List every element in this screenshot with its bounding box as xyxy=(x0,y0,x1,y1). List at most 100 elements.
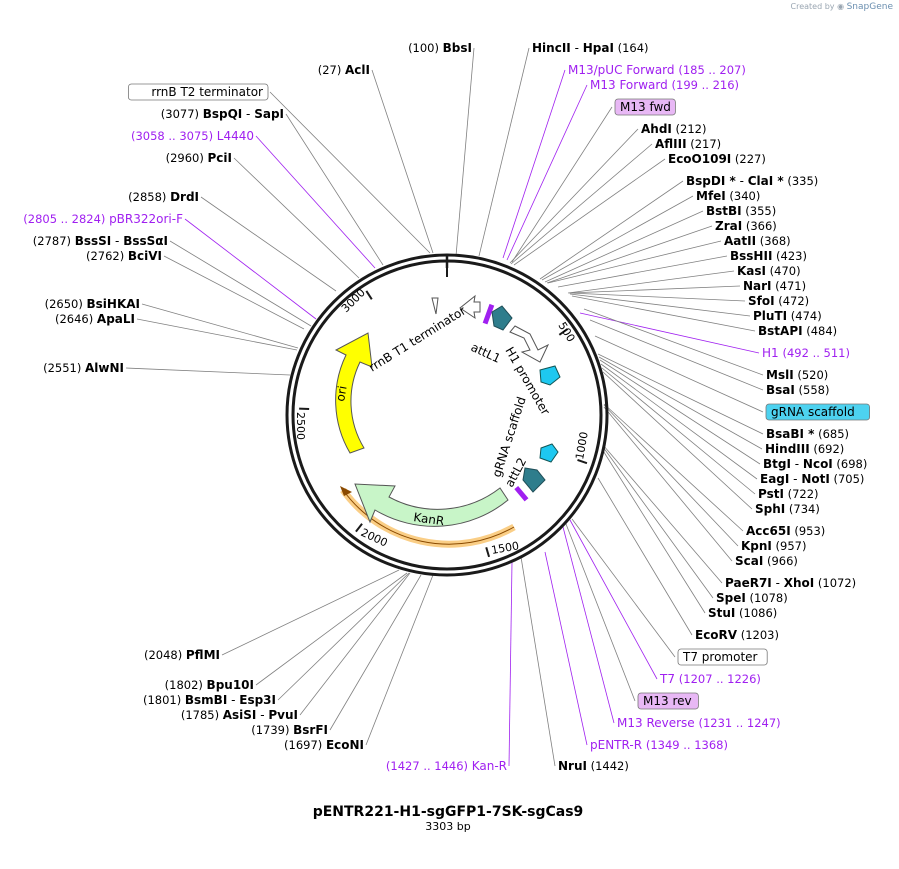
site-label[interactable]: BstBI (355) xyxy=(706,204,776,218)
leader-line xyxy=(579,312,760,354)
tick-mark-3000 xyxy=(365,290,373,300)
site-label[interactable]: SfoI (472) xyxy=(748,294,809,308)
leader-line xyxy=(511,106,613,263)
plasmid-title: pENTR221-H1-sgGFP1-7SK-sgCas9 xyxy=(313,804,584,820)
site-label[interactable]: AhdI (212) xyxy=(641,122,706,136)
site-label[interactable]: ScaI (966) xyxy=(735,554,798,568)
site-label[interactable]: HindIII (692) xyxy=(765,442,844,456)
site-label[interactable]: (2787) BssSI - BssSαI xyxy=(33,234,168,248)
site-label[interactable]: (2646) ApaLI xyxy=(55,312,135,326)
leader-line xyxy=(371,69,434,254)
ori-label: ori xyxy=(333,385,349,403)
feature-label-box xyxy=(637,692,699,710)
site-label[interactable]: BspDI * - ClaI * (335) xyxy=(686,174,818,188)
primer-label[interactable]: (3058 .. 3075) L4440 xyxy=(131,129,254,143)
site-label[interactable]: BssHII (423) xyxy=(730,249,807,263)
primer-label[interactable]: M13/pUC Forward (185 .. 207) xyxy=(568,63,746,77)
site-label[interactable]: SphI (734) xyxy=(755,502,820,516)
leader-line xyxy=(163,255,305,330)
site-label[interactable]: AatII (368) xyxy=(724,234,791,248)
primer-label[interactable]: (2805 .. 2824) pBR322ori-F xyxy=(23,212,183,226)
site-label[interactable]: HincII - HpaI (164) xyxy=(532,41,649,55)
tick-mark-500 xyxy=(558,328,569,336)
tick-label-1000: 1000 xyxy=(573,431,591,461)
kanr-promoter-line xyxy=(342,489,515,545)
attl1-primer-mark xyxy=(482,303,495,325)
site-label[interactable]: AflIII (217) xyxy=(655,137,721,151)
site-label[interactable]: PstI (722) xyxy=(758,487,819,501)
primer-label[interactable]: M13 Reverse (1231 .. 1247) xyxy=(617,716,781,730)
leader-line xyxy=(269,91,431,254)
site-label[interactable]: KasI (470) xyxy=(737,264,801,278)
site-label[interactable]: BstAPI (484) xyxy=(758,324,837,338)
site-label[interactable]: SpeI (1078) xyxy=(716,591,788,605)
grna-scaffold-2-arrow[interactable] xyxy=(539,443,559,463)
site-label[interactable]: (1785) AsiSI - PvuI xyxy=(181,708,298,722)
feature-label-grna-scaffold[interactable]: gRNA scaffold xyxy=(771,405,855,419)
leader-line xyxy=(568,285,741,294)
site-label[interactable]: MfeI (340) xyxy=(696,189,760,203)
site-label[interactable]: ZraI (366) xyxy=(715,219,777,233)
credit-brand: SnapGene xyxy=(846,2,893,12)
rrnb-t1-marker xyxy=(431,297,439,315)
site-label[interactable]: NruI (1442) xyxy=(558,759,629,773)
site-label[interactable]: (2650) BsiHKAI xyxy=(45,297,140,311)
primer-label[interactable]: H1 (492 .. 511) xyxy=(762,346,850,360)
leader-line xyxy=(583,308,764,376)
primer-label[interactable]: pENTR-R (1349 .. 1368) xyxy=(590,738,728,752)
site-label[interactable]: BtgI - NcoI (698) xyxy=(763,457,867,471)
site-label[interactable]: (100) BbsI xyxy=(408,41,472,55)
leader-line xyxy=(541,195,694,281)
site-label[interactable]: (2960) PciI xyxy=(166,151,232,165)
site-label[interactable]: MslI (520) xyxy=(766,368,828,382)
primer-label[interactable]: (1427 .. 1446) Kan-R xyxy=(386,759,507,773)
left-site-labels: (100) BbsI (27) AclI rrnB T2 terminator (30… xyxy=(23,41,507,773)
site-label[interactable]: EagI - NotI (705) xyxy=(760,472,864,486)
site-label[interactable]: PaeR7I - XhoI (1072) xyxy=(725,576,856,590)
site-label[interactable]: (2858) DrdI xyxy=(128,190,199,204)
ori-arrow[interactable] xyxy=(334,332,373,454)
primer-label[interactable]: T7 (1207 .. 1226) xyxy=(659,672,761,686)
leader-line xyxy=(255,135,376,269)
grna-scaffold-1-arrow[interactable] xyxy=(539,365,561,386)
site-label[interactable]: (2551) AlwNI xyxy=(43,361,124,375)
feature-label-t7-promoter[interactable]: T7 promoter xyxy=(682,650,758,664)
site-label[interactable]: EcoRV (1203) xyxy=(695,628,779,642)
tick-label-2500: 2500 xyxy=(294,412,307,440)
feature-label-m13-rev[interactable]: M13 rev xyxy=(643,694,692,708)
site-label[interactable]: BsaBI * (685) xyxy=(766,427,849,441)
tick-label-500: 500 xyxy=(555,320,577,345)
leader-line xyxy=(599,359,761,465)
site-label[interactable]: EcoO109I (227) xyxy=(668,152,766,166)
site-label[interactable]: (1801) BsmBI - Esp3I xyxy=(143,693,276,707)
site-label[interactable]: StuI (1086) xyxy=(708,606,777,620)
leader-line xyxy=(602,444,723,584)
backbone xyxy=(285,253,609,577)
site-label[interactable]: KpnI (957) xyxy=(741,539,807,553)
primer-label[interactable]: M13 Forward (199 .. 216) xyxy=(590,78,739,92)
credit-created-by: Created by xyxy=(790,2,835,11)
kanr-arrow[interactable] xyxy=(354,483,509,527)
leader-line xyxy=(565,523,636,702)
site-label[interactable]: (27) AclI xyxy=(318,63,370,77)
site-label[interactable]: (3077) BspQI - SapI xyxy=(161,107,284,121)
site-label[interactable]: Acc65I (953) xyxy=(746,524,825,538)
site-label[interactable]: (2762) BciVI xyxy=(86,249,162,263)
attl2-arrow[interactable] xyxy=(522,467,546,493)
attl1-arrow[interactable] xyxy=(491,305,513,331)
leader-line xyxy=(478,47,530,257)
site-label[interactable]: (1802) Bpu10I xyxy=(165,678,254,692)
site-label[interactable]: PluTI (474) xyxy=(753,309,822,323)
feature-label-m13-fwd[interactable]: M13 fwd xyxy=(620,100,671,114)
feature-label-box xyxy=(677,648,768,666)
site-label[interactable]: (2048) PflMI xyxy=(144,648,220,662)
feature-label-rrnb-t2-terminator[interactable]: rrnB T2 terminator xyxy=(151,85,263,99)
site-label[interactable]: (1697) EcoNI xyxy=(284,738,364,752)
site-label[interactable]: (1739) BsrFI xyxy=(251,723,328,737)
site-label[interactable]: BsaI (558) xyxy=(766,383,829,397)
h1-promoter-arrow[interactable] xyxy=(509,325,550,363)
kanr-label: KanR xyxy=(413,510,446,528)
leader-line xyxy=(506,84,588,261)
site-label[interactable]: NarI (471) xyxy=(743,279,806,293)
